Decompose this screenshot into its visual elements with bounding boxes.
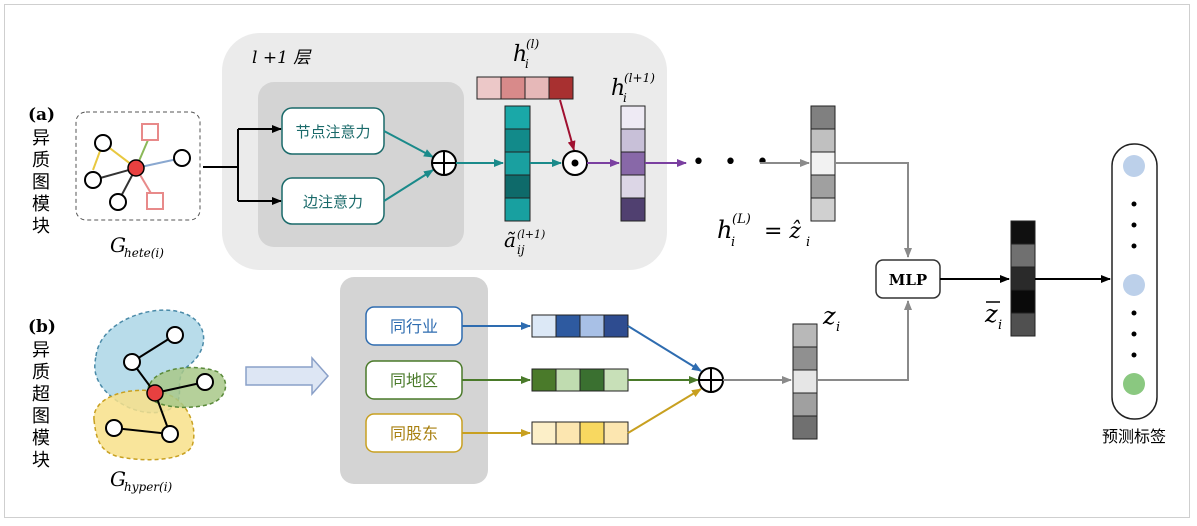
hete-graph [84, 123, 191, 211]
dot-circle-icon [562, 150, 588, 176]
zbar-sub: i [998, 318, 1002, 333]
module-a-char-1: 异 [32, 128, 50, 149]
industry-vector [531, 314, 629, 338]
alpha-label: ã [504, 228, 516, 252]
module-b-char-6: 块 [32, 450, 50, 471]
output-dot [1131, 201, 1137, 207]
module-b-char-5: 模 [32, 428, 50, 449]
h-final-sup: (L) [732, 212, 751, 227]
shareholder-vector [531, 421, 629, 445]
node-attention-label: 节点注意力 [295, 123, 370, 141]
h-final-sub: i [731, 235, 735, 250]
relation-shareholder-label: 同股东 [390, 424, 438, 443]
z-vector [792, 323, 818, 440]
graph-center-node [146, 384, 164, 402]
graph-node [123, 353, 141, 371]
h-next-sup: (l+1) [624, 71, 655, 85]
module-b-title: 异 质 超 图 模 块 [32, 340, 50, 471]
arrow-down-icon [559, 99, 576, 151]
arrow-right-icon [627, 388, 702, 434]
module-a-char-3: 图 [32, 172, 50, 193]
graph-square-node [146, 192, 164, 210]
arrow-right-icon [383, 169, 434, 202]
figure-frame [4, 4, 1190, 518]
h-final-label: h [717, 216, 732, 244]
h-final-eq-sub: i [806, 235, 810, 250]
graph-node [105, 419, 123, 437]
alpha-sup: (l+1) [517, 228, 545, 241]
alpha-sub: ij [517, 243, 525, 257]
hyper-edge-line [113, 427, 171, 435]
hypergraph [93, 309, 227, 461]
z-sub: i [836, 320, 840, 335]
module-b-char-4: 图 [32, 406, 50, 427]
h-next-vector [620, 105, 646, 222]
relation-industry-label: 同行业 [390, 317, 438, 336]
graph-node [196, 373, 214, 391]
output-node-predicted [1123, 373, 1145, 395]
hyper-graph-label-sub: hyper(i) [124, 480, 173, 494]
module-a-char-4: 模 [32, 194, 50, 215]
graph-node [94, 134, 112, 152]
arrow-right-icon [627, 325, 702, 372]
output-dot [1131, 222, 1137, 228]
module-b-char-2: 质 [32, 362, 50, 383]
zbar-vector [1010, 220, 1036, 337]
graph-node [161, 425, 179, 443]
arrow-up-icon [817, 300, 912, 381]
plus-circle-icon [431, 150, 457, 176]
graph-node [84, 171, 102, 189]
graph-node [166, 326, 184, 344]
z-label: z [822, 302, 836, 330]
graph-node [173, 149, 191, 167]
region-vector [531, 368, 629, 392]
output-dot [1131, 352, 1137, 358]
output-node [1123, 155, 1145, 177]
graph-center-node [127, 159, 145, 177]
layer-title: l +1 层 [252, 48, 312, 68]
module-b-tag: (b) [28, 317, 56, 337]
hete-graph-label-sub: hete(i) [124, 246, 164, 260]
edge-attention-label: 边注意力 [303, 193, 363, 211]
attention-vector [504, 105, 531, 222]
graph-square-node [141, 123, 159, 141]
h-next-label: h [611, 76, 625, 101]
h-final-vector [810, 105, 836, 222]
h-next-sub: i [623, 91, 627, 105]
graph-node [109, 193, 127, 211]
module-b-char-3: 超 [32, 384, 50, 405]
output-dot [1131, 310, 1137, 316]
output-label: 预测标签 [1102, 427, 1166, 446]
output-dot [1131, 331, 1137, 337]
module-a-char-5: 块 [32, 216, 50, 237]
h-prev-sup: (l) [526, 37, 540, 51]
h-prev-vector [476, 76, 574, 100]
module-a-char-2: 质 [32, 150, 50, 171]
module-a-tag: (a) [28, 105, 55, 125]
output-node [1123, 274, 1145, 296]
module-b-char-1: 异 [32, 340, 50, 361]
hyper-graph-label: G [110, 467, 126, 491]
module-a-title: 异 质 图 模 块 [32, 128, 50, 237]
h-prev-sub: i [525, 57, 529, 71]
hete-graph-label: G [110, 233, 126, 257]
zbar-label: z [984, 300, 998, 328]
plus-circle-icon [698, 367, 724, 393]
arrow-right-icon [383, 130, 434, 158]
arrow-down-icon [835, 162, 912, 258]
h-final-eq: = ẑ [764, 219, 801, 244]
relation-region-label: 同地区 [390, 371, 438, 390]
ellipsis-dots: • • • [692, 150, 775, 175]
output-dot [1131, 243, 1137, 249]
h-prev-label: h [513, 42, 527, 67]
hollow-arrow-icon [245, 356, 330, 396]
mlp-label: MLP [889, 271, 927, 289]
